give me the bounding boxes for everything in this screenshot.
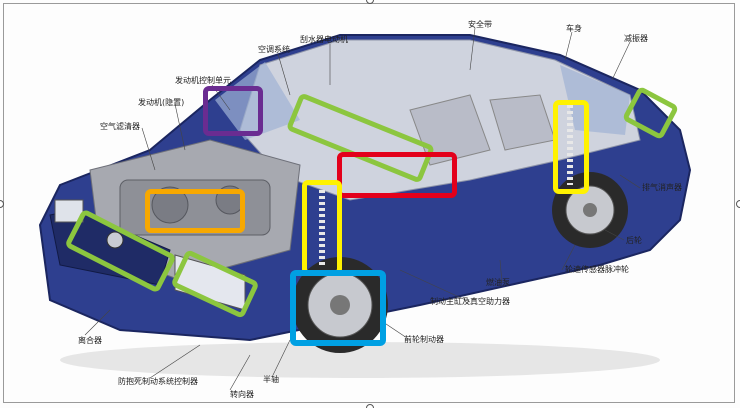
label-engine-hidden: 发动机(隐置) [138,98,185,107]
label-front-brake: 前轮制动器 [404,335,444,344]
label-steering-gear: 转向器 [230,390,254,399]
label-engine-ecu: 发动机控制单元 [175,76,231,85]
label-air-filter: 空气滤清器 [100,122,140,131]
label-clutch: 离合器 [78,336,102,345]
label-abs-controller: 防抱死制动系统控制器 [118,377,198,386]
label-half-shaft: 半轴 [263,375,279,384]
label-rear-wheel: 后轮 [626,236,642,245]
highlight-airbag-box [337,152,457,198]
label-ac-system: 空调系统 [258,45,290,54]
label-shock-absorber: 减振器 [624,34,648,43]
label-fuel-pump: 燃油泵 [486,278,510,287]
label-exhaust-muffler: 排气消声器 [642,183,682,192]
highlight-engine-box [145,189,245,233]
label-brake-master: 制动主缸及真空助力器 [430,297,510,306]
label-seatbelt: 安全带 [468,20,492,29]
highlight-rear-shock-box [553,100,589,194]
label-wiper-motor: 刮水器电动机 [300,35,348,44]
highlight-ecu-box [203,86,263,136]
resize-handle-right[interactable] [736,200,740,208]
highlight-front-spring-box [302,180,342,275]
highlight-brake-disc-box [290,270,386,346]
resize-handle-bottom[interactable] [366,404,374,408]
label-wheel-speed-ring: 轮速传感器脉冲轮 [565,265,629,274]
label-body: 车身 [566,24,582,33]
